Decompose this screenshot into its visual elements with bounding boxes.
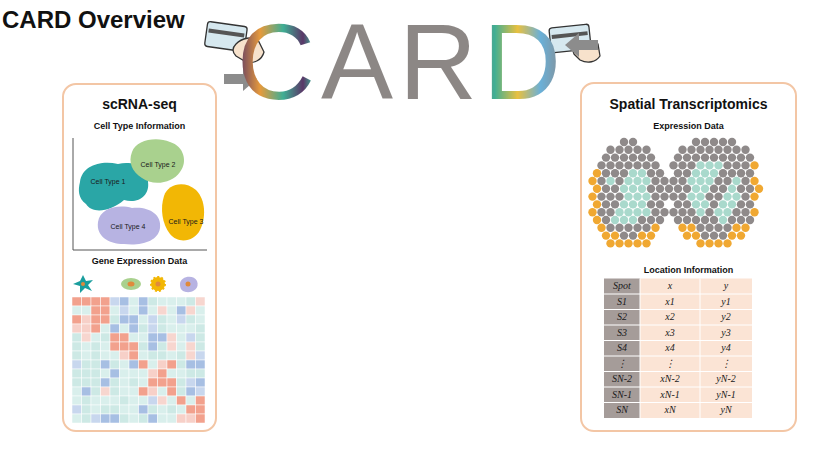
table-cell: S3 xyxy=(617,328,627,338)
table-cell: yN-1 xyxy=(716,390,735,400)
table-cell: SN xyxy=(616,405,628,415)
table-cell: S1 xyxy=(617,297,627,307)
cell-icons xyxy=(73,275,198,293)
table-cell: y4 xyxy=(721,343,730,353)
panel-heading: scRNA-seq xyxy=(64,96,215,112)
table-cell: x2 xyxy=(665,312,674,322)
table-cell: SN-2 xyxy=(612,374,632,384)
table-cell: xN xyxy=(664,405,675,415)
table-cell: xN-1 xyxy=(660,390,679,400)
table-cell: ⋮ xyxy=(665,359,675,369)
table-cell: y2 xyxy=(721,312,730,322)
table-cell: Spot xyxy=(613,281,631,291)
cluster-label: Cell Type 1 xyxy=(91,178,126,185)
table-cell: S4 xyxy=(617,343,627,353)
table-cell: ⋮ xyxy=(617,359,627,369)
table-cell: S2 xyxy=(617,312,627,322)
table-cell: x xyxy=(668,281,672,291)
cluster-label: Cell Type 3 xyxy=(169,218,204,225)
table-cell: y xyxy=(724,281,728,291)
section-heading: Cell Type Information xyxy=(64,121,215,131)
table-cell: x3 xyxy=(665,328,674,338)
expression-heatmap xyxy=(72,297,205,423)
table-cell: ⋮ xyxy=(721,359,731,369)
panel-box: scRNA-seqCell Type InformationGene Expre… xyxy=(62,83,217,432)
table-cell: SN-1 xyxy=(612,390,632,400)
umap-plot xyxy=(73,138,207,250)
table-cell: yN xyxy=(720,405,731,415)
panel-heading: Spatial Transcriptomics xyxy=(582,96,795,112)
table-cell: y3 xyxy=(721,328,730,338)
section-heading: Expression Data xyxy=(582,121,795,131)
table-cell: yN-2 xyxy=(716,374,735,384)
cluster-label: Cell Type 2 xyxy=(141,161,176,168)
section-heading: Gene Expression Data xyxy=(64,256,215,266)
logo-text: CARD xyxy=(237,8,567,116)
table-cell: xN-2 xyxy=(660,374,679,384)
cluster-label: Cell Type 4 xyxy=(111,223,146,230)
table-cell: x4 xyxy=(665,343,674,353)
page-title: CARD Overview xyxy=(2,6,185,34)
table-cell: x1 xyxy=(665,297,674,307)
location-table xyxy=(604,279,752,419)
spatial-spots xyxy=(588,138,763,248)
table-cell: y1 xyxy=(721,297,730,307)
section-heading: Location Information xyxy=(582,265,795,275)
arrow-left-icon xyxy=(565,33,598,57)
